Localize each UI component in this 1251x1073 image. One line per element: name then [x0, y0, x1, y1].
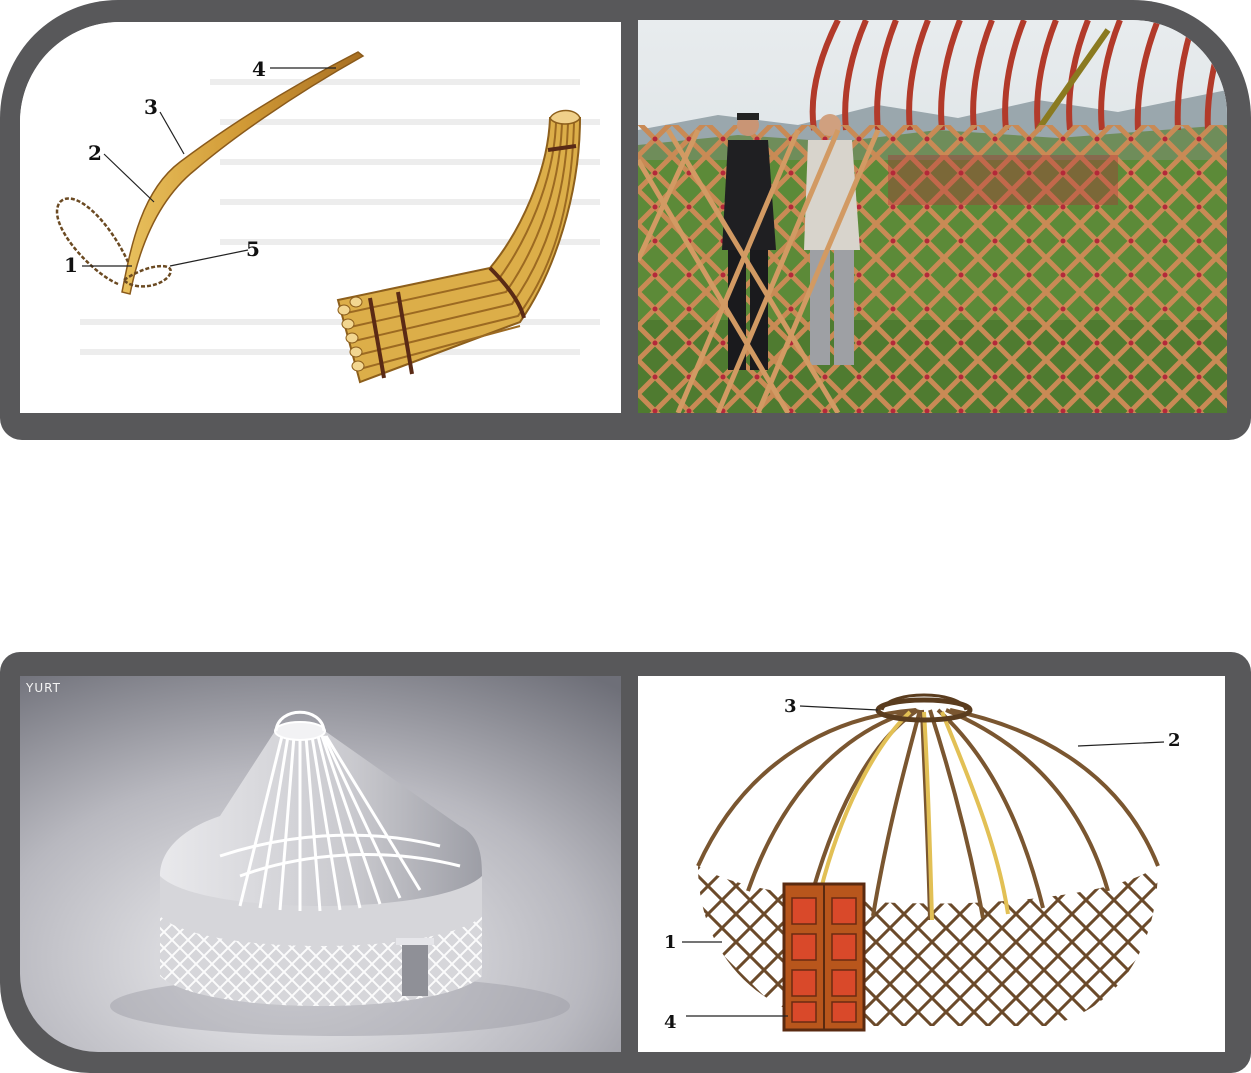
door: [782, 882, 866, 1032]
roof-pole-illustration: 1 2 3 4 5: [20, 22, 621, 413]
door: [402, 944, 428, 996]
leader-lines: [82, 67, 336, 267]
label-2: 2: [1168, 730, 1181, 751]
label-5: 5: [246, 237, 260, 261]
yurt-render-scene: YURT: [20, 676, 621, 1052]
leader-lines: [682, 705, 1165, 1017]
red-felt: [888, 155, 1118, 205]
pole-bundle: [336, 109, 582, 384]
label-1: 1: [664, 932, 677, 953]
logo-text: YURT: [25, 681, 61, 695]
label-3: 3: [144, 95, 158, 119]
crown-dome: [880, 693, 968, 711]
worker-right: [804, 114, 860, 365]
yurt-3d-render: YURT: [20, 676, 621, 1052]
label-3: 3: [784, 696, 797, 717]
roof-pole: [121, 51, 365, 295]
crown-ring: [274, 721, 326, 741]
lattice-assembly-scene: [638, 20, 1227, 413]
foreground-lattice: [638, 128, 881, 413]
label-4: 4: [664, 1012, 677, 1033]
crown-dome: [274, 710, 326, 732]
label-2: 2: [88, 141, 102, 165]
yurt-frame-illustration: 3 2 1 4: [638, 676, 1225, 1052]
label-4: 4: [252, 57, 266, 81]
roof-ribs: [219, 735, 461, 912]
rope: [1035, 28, 1111, 132]
label-1: 1: [64, 253, 78, 277]
highlighted-poles: [816, 710, 1010, 921]
lattice-assembly-photo: [638, 20, 1227, 413]
rope-loop: [55, 197, 130, 286]
yurt-frame-diagram: 3 2 1 4: [638, 676, 1225, 1052]
roof-pole-diagram: 1 2 3 4 5: [20, 22, 621, 413]
rope-tie: [122, 264, 172, 288]
